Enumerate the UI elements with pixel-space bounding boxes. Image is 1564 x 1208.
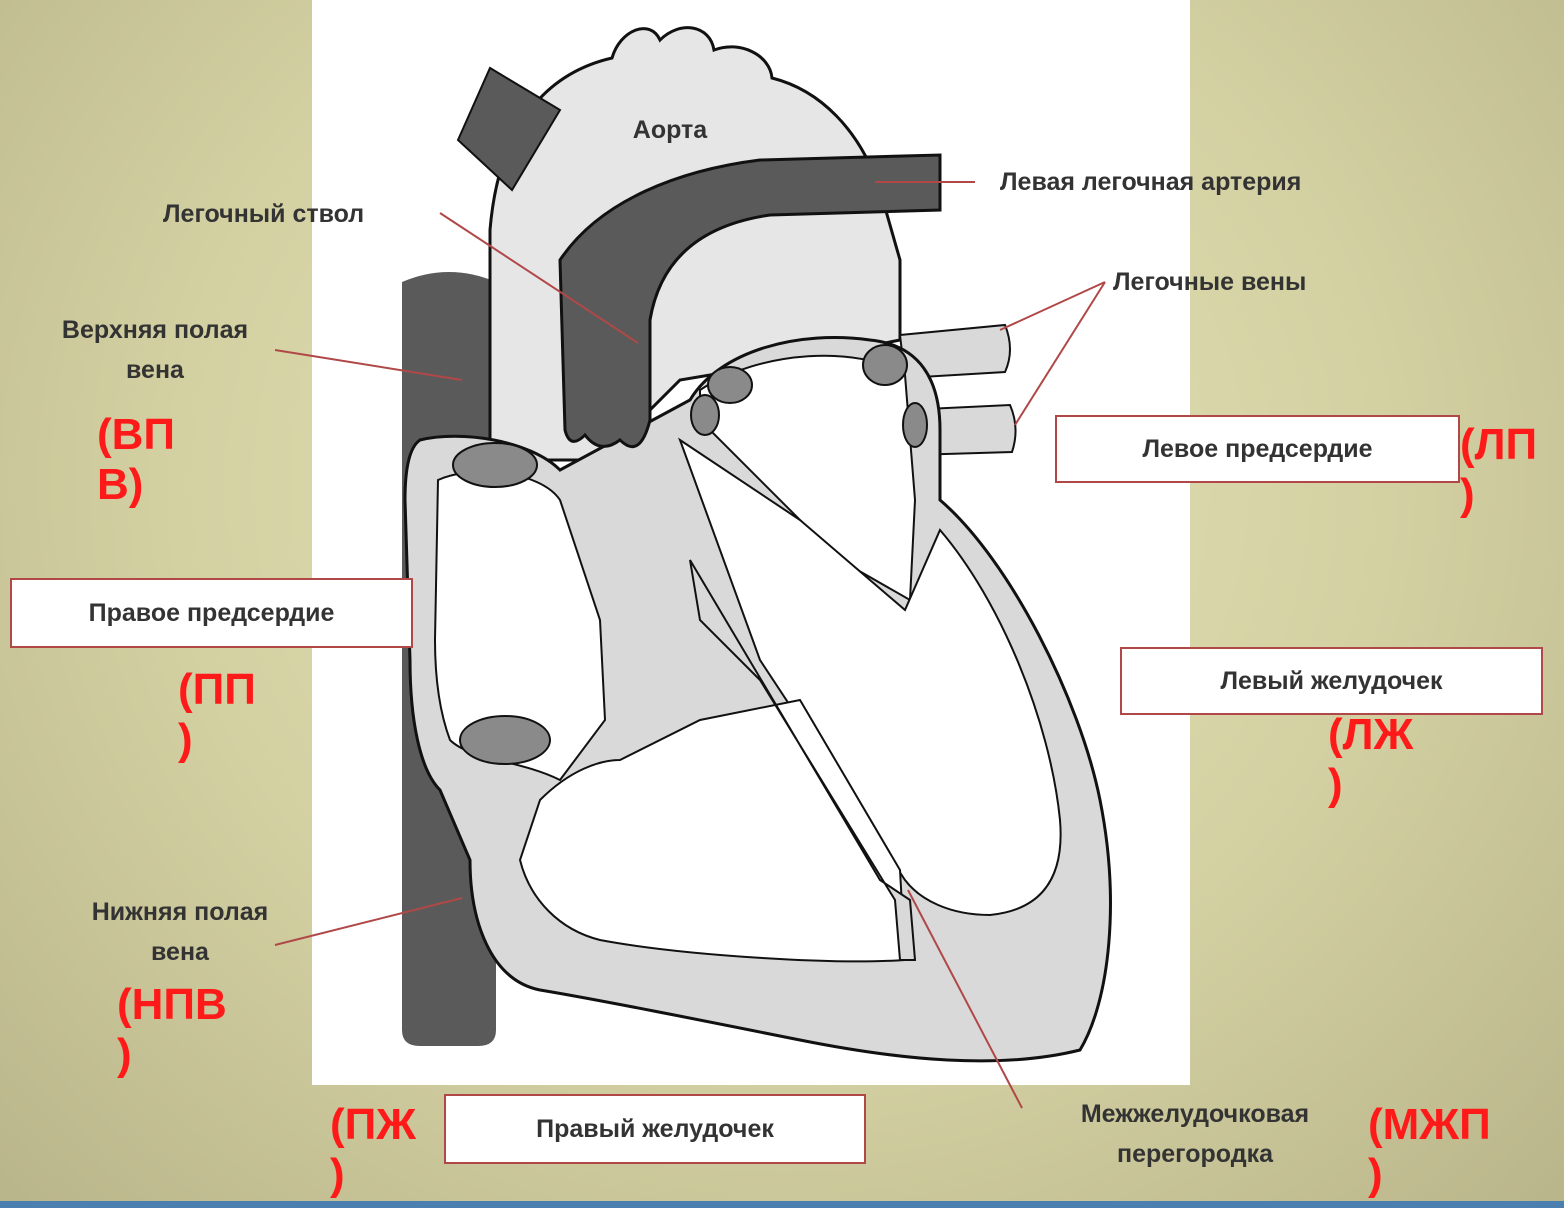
label-superior-vena-cava: Верхняя полая вена xyxy=(25,310,285,390)
abbr-la: (ЛП ) xyxy=(1460,420,1537,520)
mitral-valve-left xyxy=(708,367,752,403)
abbr-ivc: (НПВ ) xyxy=(117,980,227,1080)
abbr-rv: (ПЖ ) xyxy=(330,1100,416,1200)
pulmonary-vein-valve xyxy=(903,403,927,447)
label-interventricular-septum: Межжелудочковая перегородка xyxy=(1040,1094,1350,1174)
label-pulmonary-trunk: Легочный ствол xyxy=(163,194,364,234)
label-aorta: Аорта xyxy=(590,110,750,150)
tricuspid-valve-upper xyxy=(453,443,537,487)
box-left-atrium: Левое предсердие xyxy=(1055,415,1460,483)
abbr-ra: (ПП ) xyxy=(178,665,256,765)
tricuspid-valve-lower xyxy=(460,716,550,764)
bottom-accent-bar xyxy=(0,1201,1564,1208)
box-left-ventricle: Левый желудочек xyxy=(1120,647,1543,715)
abbr-lv: (ЛЖ ) xyxy=(1328,710,1413,810)
label-pulmonary-veins: Легочные вены xyxy=(1113,262,1306,302)
abbr-svc: (ВП В) xyxy=(97,410,175,510)
aortic-valve xyxy=(691,395,719,435)
box-right-atrium: Правое предсердие xyxy=(10,578,413,648)
abbr-ivs: (МЖП ) xyxy=(1368,1100,1491,1200)
mitral-valve-right xyxy=(863,345,907,385)
label-inferior-vena-cava: Нижняя полая вена xyxy=(50,892,310,972)
label-left-pulmonary-artery: Левая легочная артерия xyxy=(1000,162,1301,202)
box-right-ventricle: Правый желудочек xyxy=(444,1094,866,1164)
